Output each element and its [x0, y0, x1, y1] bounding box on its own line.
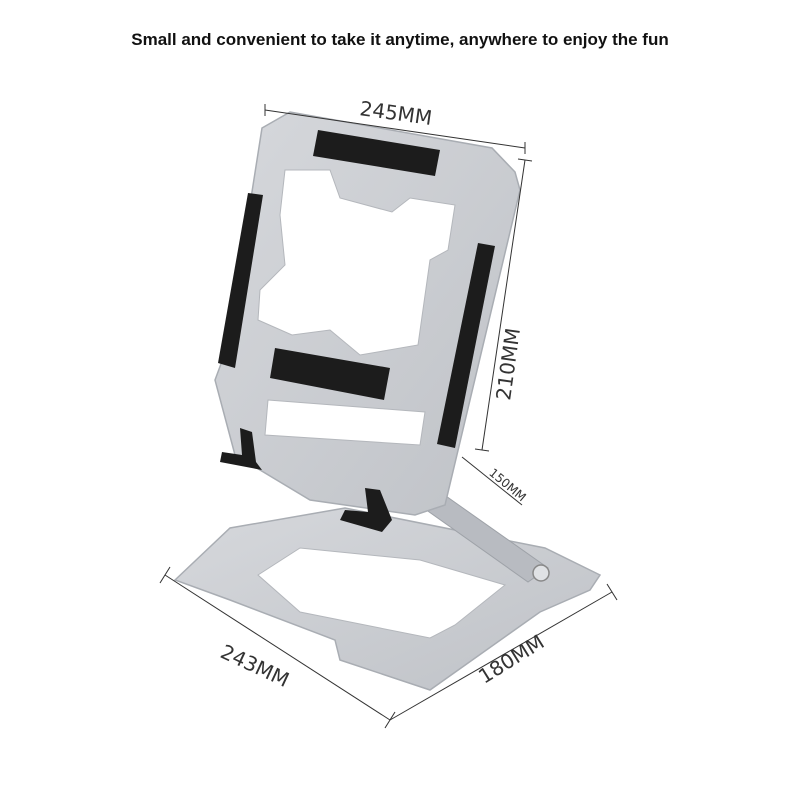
pad-top — [313, 130, 440, 176]
pad-left — [218, 193, 263, 368]
hook-right — [340, 488, 392, 532]
hinge-screw-lower — [532, 564, 550, 582]
rubber-pads — [218, 130, 495, 532]
dim-label-support-arm: 150MM — [486, 466, 528, 505]
pad-middle — [270, 348, 390, 400]
dim-line-right — [481, 159, 526, 451]
dim-line-top — [264, 109, 526, 149]
headline-text: Small and convenient to take it anytime,… — [131, 30, 669, 49]
dim-line-arm — [461, 456, 523, 506]
dim-label-base-length: 243MM — [217, 639, 293, 691]
dimension-lines — [159, 104, 618, 729]
pad-right — [437, 243, 495, 448]
dim-line-base-depth — [389, 591, 613, 721]
hook-left — [220, 428, 262, 470]
dim-line-base-length — [164, 574, 391, 721]
dim-label-panel-height: 210MM — [491, 326, 525, 401]
